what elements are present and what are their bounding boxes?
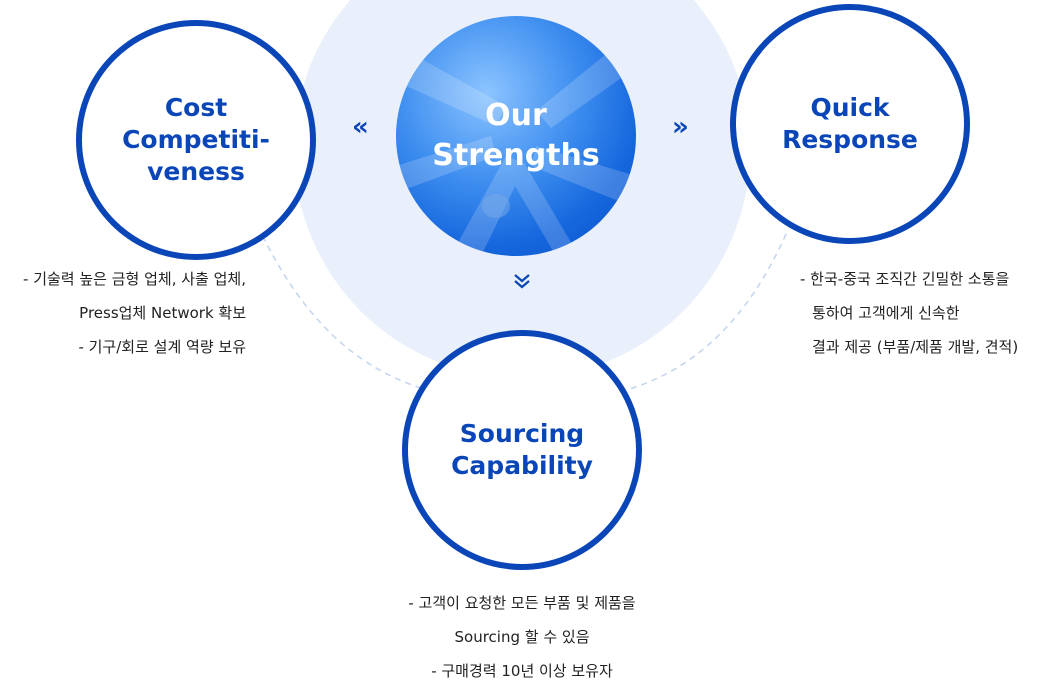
desc-line: 통하여 고객에게 신속한 [812, 304, 960, 322]
desc-line: Sourcing 할 수 있음 [454, 628, 590, 646]
center-circle: Our Strengths [396, 16, 636, 256]
double-chevron-right-icon: » [672, 112, 689, 142]
sourcing-capability-title: Sourcing Capability [451, 419, 593, 480]
quick-response-description: - 한국-중국 조직간 긴밀한 소통을 통하여 고객에게 신속한 결과 제공 (… [800, 262, 1036, 364]
desc-line: - 한국-중국 조직간 긴밀한 소통을 [800, 270, 1010, 288]
dashed-connector-left [257, 225, 429, 391]
desc-line: Press업체 Network 확보 [79, 304, 246, 322]
desc-line: - 구매경력 10년 이상 보유자 [431, 662, 613, 680]
dashed-connector-right [625, 233, 787, 391]
double-chevron-left-icon: « [352, 112, 369, 142]
cost-competitiveness-circle: Cost Competiti- veness [76, 20, 316, 260]
quick-response-title: Quick Response [782, 93, 918, 154]
desc-line: - 기구/회로 설계 역량 보유 [78, 338, 246, 356]
cost-competitiveness-description: - 기술력 높은 금형 업체, 사출 업체, Press업체 Network 확… [8, 262, 246, 364]
quick-response-circle: Quick Response [730, 4, 970, 244]
desc-line: 결과 제공 (부품/제품 개발, 견적) [812, 338, 1019, 356]
double-chevron-down-icon [514, 274, 530, 289]
center-title: Our Strengths [432, 98, 600, 173]
hands-photo-overlay [396, 46, 636, 256]
sourcing-capability-circle: Sourcing Capability [402, 330, 642, 570]
cost-competitiveness-title: Cost Competiti- veness [122, 93, 270, 186]
desc-line: - 고객이 요청한 모든 부품 및 제품을 [408, 594, 636, 612]
desc-line: - 기술력 높은 금형 업체, 사출 업체, [23, 270, 246, 288]
sourcing-capability-description: - 고객이 요청한 모든 부품 및 제품을 Sourcing 할 수 있음 - … [372, 586, 672, 688]
